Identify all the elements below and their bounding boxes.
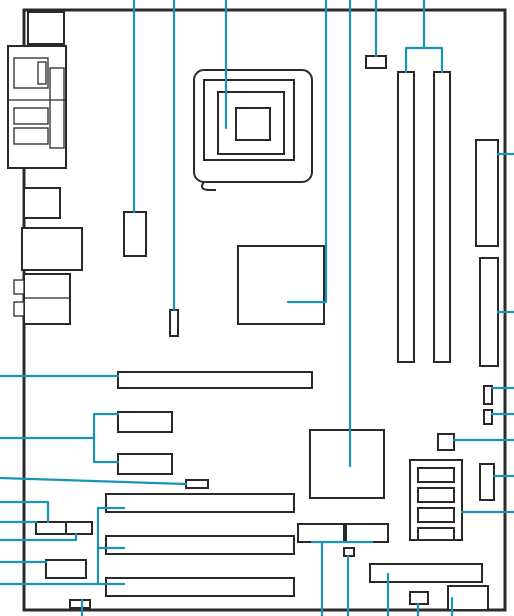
cpu-socket-lever: [201, 181, 216, 191]
ide-connector: [479, 257, 499, 367]
usb-header-2: [345, 523, 389, 543]
sata-port-1: [417, 467, 455, 483]
sata-port-3: [417, 507, 455, 523]
bios-chip: [437, 433, 455, 451]
leader-tiny-mid: [0, 476, 188, 486]
usb-stack-bottom: [13, 127, 49, 145]
usb-stack-top: [13, 107, 49, 125]
leader-pci: [0, 506, 126, 586]
leader-dimm: [404, 0, 444, 74]
atx-power-connector: [475, 139, 499, 247]
floppy-connector: [369, 563, 483, 583]
sata-port-2: [417, 487, 455, 503]
header-left-1: [117, 411, 173, 433]
dimm-slot-2: [433, 71, 451, 363]
pci-slot-2: [105, 535, 295, 555]
cpu-fan-header: [365, 55, 387, 69]
sata-connectors: [409, 459, 463, 541]
pci-slot-3: [105, 577, 295, 597]
pci-slot-1: [105, 493, 295, 513]
header-left-2: [117, 453, 173, 475]
north-bridge-chip: [237, 245, 325, 325]
cd-in-header: [35, 521, 71, 535]
front-panel-header: [409, 591, 429, 605]
parallel-port: [49, 67, 65, 149]
aux-header: [65, 521, 93, 535]
leader-audio-row: [0, 532, 78, 542]
bottom-left-header: [69, 599, 91, 609]
vga-connector: [23, 187, 61, 219]
jumper-header-small: [169, 309, 179, 337]
serial-port-inner: [37, 61, 47, 85]
tiny-jumper: [343, 547, 355, 557]
leader-headers: [0, 412, 120, 464]
leader-usb: [310, 540, 374, 616]
audio-jack-block: [23, 273, 71, 325]
sata-port-4: [417, 527, 455, 541]
right-header-1: [483, 385, 493, 405]
tiny-header-mid: [185, 479, 209, 489]
atx-12v-connector: [123, 211, 147, 257]
agp-slot: [117, 371, 313, 389]
usb-header-1: [297, 523, 345, 543]
lan-usb-connector: [21, 227, 83, 271]
leader-cd: [0, 500, 50, 524]
ps2-connector: [27, 11, 65, 45]
bottom-right-connector: [447, 585, 489, 611]
rear-io-panel: [7, 11, 83, 325]
cpu-socket-core: [235, 107, 271, 141]
leader-northbridge: [286, 0, 328, 304]
cpu-socket: [193, 69, 313, 191]
right-header-3: [479, 463, 495, 501]
audio-jack-bottom: [13, 301, 25, 317]
south-bridge-chip: [309, 429, 385, 499]
dimm-slot-1: [397, 71, 415, 363]
front-audio-header: [45, 559, 87, 579]
right-header-2: [483, 409, 493, 425]
audio-jack-top: [13, 279, 25, 295]
